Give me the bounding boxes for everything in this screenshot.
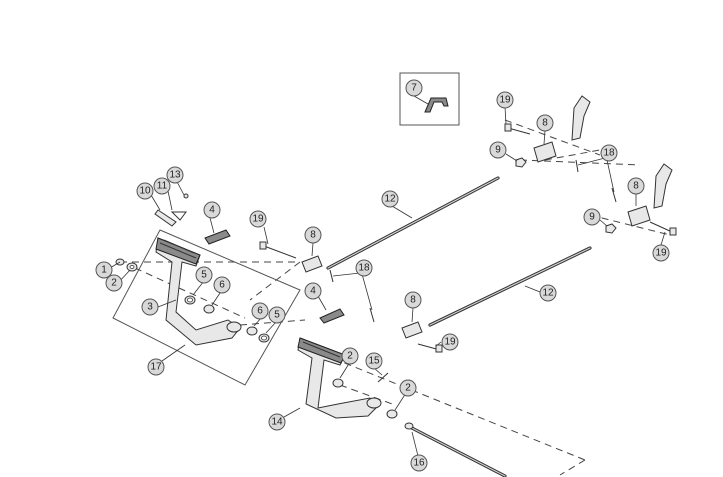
callout-12: 12 [381,190,399,208]
callout-18: 18 [600,144,618,162]
rod-12-lower [428,246,592,327]
assembly-dashed-lines [120,119,671,476]
callout-9: 9 [583,208,601,226]
callout-9: 9 [489,141,507,159]
pedal-arm-14 [297,337,382,419]
svg-text:16: 16 [413,458,425,469]
callout-8: 8 [627,177,645,195]
callout-11: 11 [153,177,171,195]
callout-14: 14 [268,413,286,431]
callout-16: 16 [410,454,428,472]
svg-text:7: 7 [411,83,417,94]
svg-text:8: 8 [410,295,416,306]
callout-8: 8 [404,291,422,309]
svg-text:4: 4 [209,205,215,216]
svg-text:15: 15 [368,356,380,367]
leader-lines [109,95,666,457]
upper-arm-brackets [571,95,673,209]
callout-13: 13 [166,166,184,184]
callout-2: 2 [399,379,417,397]
callout-18: 18 [355,259,373,277]
svg-text:6: 6 [219,280,225,291]
svg-text:12: 12 [542,288,554,299]
callout-19: 19 [249,210,267,228]
callout-3: 3 [141,298,159,316]
callout-8: 8 [304,226,322,244]
svg-text:8: 8 [633,181,639,192]
callout-2: 2 [105,274,123,292]
svg-text:2: 2 [347,351,353,362]
bolts-19 [259,123,677,353]
callout-6: 6 [251,302,269,320]
svg-text:14: 14 [271,417,283,428]
subassembly-17-box [112,229,301,386]
rod-16 [404,422,507,477]
callout-17: 17 [147,358,165,376]
callout-5: 5 [195,266,213,284]
cotter-pins-18 [329,159,617,323]
svg-text:1: 1 [101,265,107,276]
svg-text:13: 13 [169,170,181,181]
svg-text:12: 12 [384,194,396,205]
callout-4: 4 [203,201,221,219]
svg-text:5: 5 [274,310,280,321]
callout-19: 19 [652,244,670,262]
svg-text:18: 18 [358,263,370,274]
callout-12: 12 [539,284,557,302]
svg-text:3: 3 [147,302,153,313]
nuts-9 [515,157,617,234]
callout-2: 2 [341,347,359,365]
svg-text:19: 19 [252,214,264,225]
svg-text:19: 19 [655,248,667,259]
callout-6: 6 [213,276,231,294]
svg-text:4: 4 [310,286,316,297]
rod-12-upper [326,176,500,270]
callout-19: 19 [441,333,459,351]
svg-text:8: 8 [542,118,548,129]
svg-text:8: 8 [310,230,316,241]
callout-8: 8 [536,114,554,132]
pivot-brackets-8 [301,141,651,339]
inset-box-part-7 [399,72,460,126]
svg-text:11: 11 [157,181,168,192]
svg-text:9: 9 [495,145,501,156]
svg-text:2: 2 [405,383,411,394]
callout-15: 15 [365,352,383,370]
svg-text:19: 19 [499,95,511,106]
callout-10: 10 [136,182,154,200]
svg-text:18: 18 [603,148,615,159]
callout-1: 1 [95,261,113,279]
pedal-arm-3 [155,237,242,346]
callout-5: 5 [268,306,286,324]
svg-text:2: 2 [111,278,117,289]
callout-19: 19 [496,91,514,109]
svg-text:17: 17 [150,362,162,373]
svg-text:10: 10 [139,186,151,197]
svg-text:5: 5 [201,270,207,281]
callout-7: 7 [405,79,423,97]
svg-text:9: 9 [589,212,595,223]
svg-text:19: 19 [444,337,456,348]
clip-part-7 [424,97,449,113]
svg-text:6: 6 [257,306,263,317]
callout-4: 4 [304,282,322,300]
